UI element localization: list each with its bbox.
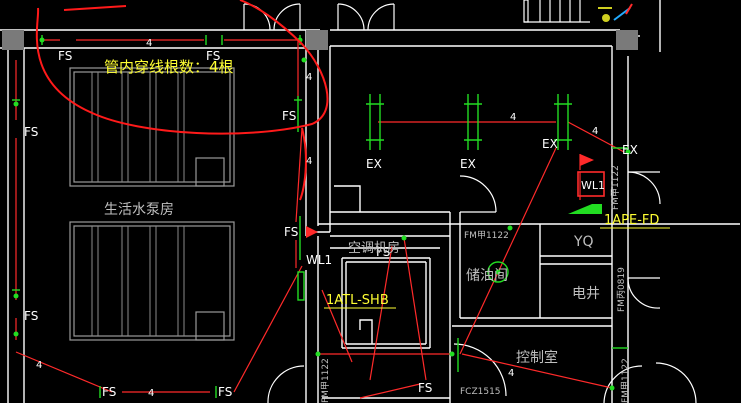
wire-count-control: 4 bbox=[508, 368, 514, 379]
door-tags: FM甲1122 FCZ1515 FM甲1122 FM丙0819 FM甲1122 … bbox=[320, 165, 631, 403]
door-tag-bottom-right: FM甲1122 bbox=[620, 358, 631, 403]
wire-count-left-diagonal: 4 bbox=[36, 360, 42, 371]
callout-annotation: 管内穿线根数：4根 bbox=[104, 58, 234, 76]
doors bbox=[243, 0, 697, 403]
cable-runs bbox=[15, 39, 625, 399]
fs-labels: FS FS FS FS FS FS FS FS FS FS EX EX EX E… bbox=[24, 49, 638, 399]
wl1-label-right: WL1 bbox=[581, 179, 605, 192]
wire-count-right-upper: 4 bbox=[306, 72, 312, 83]
wire-count-bottom: 4 bbox=[148, 388, 154, 399]
fs-label-bottom-1: FS bbox=[102, 385, 116, 399]
ex-label-3: EX bbox=[542, 137, 558, 151]
fs-label-left-upper: FS bbox=[24, 125, 38, 139]
ex-label-1: EX bbox=[366, 157, 382, 171]
panel-labels: 1ATL-SHB 1APE-FD bbox=[326, 213, 659, 308]
door-tag-right-lower: FM丙0819 bbox=[616, 267, 627, 312]
fs-label-ac-room: FS bbox=[376, 245, 390, 259]
panel-ape-label: 1APE-FD bbox=[604, 213, 659, 228]
wire-count-labels: 4 4 4 4 4 4 4 4 bbox=[36, 38, 598, 399]
ex-label-4: EX bbox=[622, 143, 638, 157]
equipment-symbols bbox=[12, 35, 628, 398]
pump-bases bbox=[69, 67, 235, 341]
fs-label-right-lower: FS bbox=[284, 225, 298, 239]
text-layer: 管内穿线根数：4根 bbox=[104, 58, 234, 76]
room-oil-room: 储油间 bbox=[466, 268, 508, 284]
wire-count-top: 4 bbox=[146, 38, 152, 49]
panel-symbols bbox=[306, 3, 633, 238]
room-yq: YQ bbox=[573, 234, 594, 250]
door-tag-control: FCZ1515 bbox=[460, 387, 501, 397]
fs-label-top-left: FS bbox=[58, 49, 72, 63]
room-pump-room: 生活水泵房 bbox=[104, 202, 174, 218]
panel-underlines bbox=[324, 227, 670, 309]
room-elec-shaft: 电井 bbox=[572, 286, 600, 302]
fs-label-top-right: FS bbox=[206, 49, 220, 63]
ex-label-2: EX bbox=[460, 157, 476, 171]
room-control-room: 控制室 bbox=[516, 349, 558, 366]
door-tag-bottom-left: FM甲1122 bbox=[320, 358, 331, 403]
door-tag-right-upper: FM甲1122 bbox=[610, 165, 621, 210]
room-ac-room: 空调机房 bbox=[348, 240, 400, 256]
door-tag-oil: FM甲1122 bbox=[464, 230, 509, 241]
room-labels: 生活水泵房 空调机房 储油间 YQ 电井 控制室 bbox=[104, 202, 600, 366]
wl1-label-left: WL1 bbox=[306, 253, 332, 267]
callout-circle bbox=[35, 0, 329, 201]
fs-label-right-upper: FS bbox=[282, 109, 296, 123]
columns bbox=[2, 30, 638, 50]
fs-label-bottom-3: FS bbox=[418, 381, 432, 395]
wire-count-ex-right: 4 bbox=[592, 126, 598, 137]
wire-count-ex-run: 4 bbox=[510, 112, 516, 123]
fs-label-bottom-2: FS bbox=[218, 385, 232, 399]
wl1-labels: WL1 WL1 bbox=[306, 179, 605, 267]
panel-atl-label: 1ATL-SHB bbox=[326, 293, 389, 308]
wire-count-right-mid: 4 bbox=[306, 156, 312, 167]
fs-label-left-lower: FS bbox=[24, 309, 38, 323]
